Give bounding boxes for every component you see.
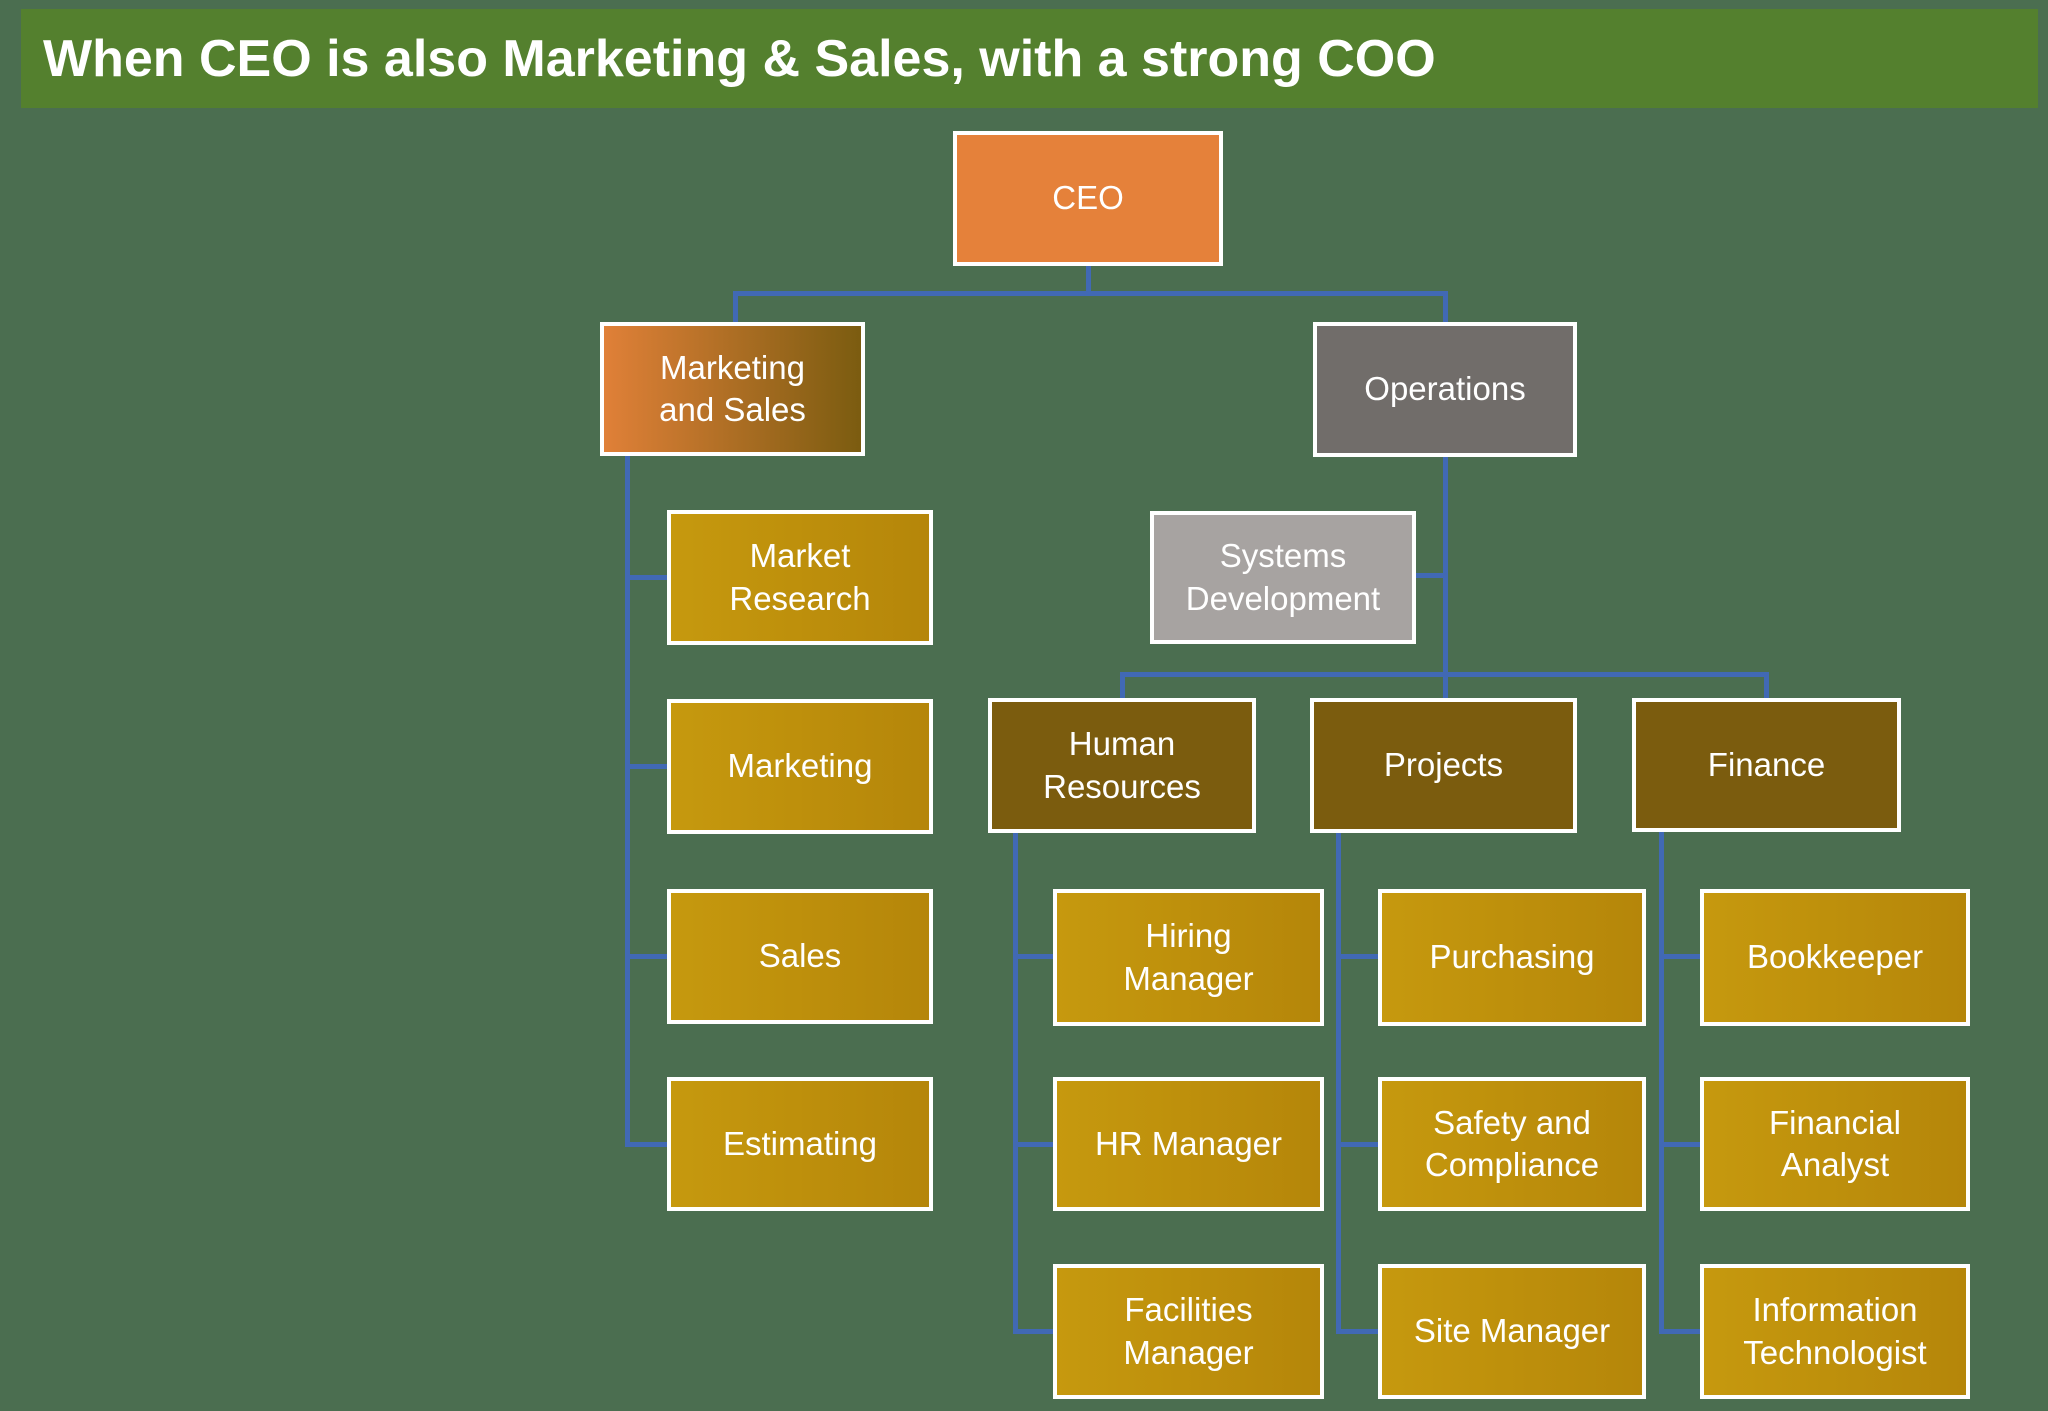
connector-stub-financial-analyst [1659, 1142, 1700, 1147]
org-node-human-resources: Human Resources [988, 698, 1256, 833]
org-node-estimating-label: Estimating [722, 1124, 878, 1162]
org-node-sales-label: Sales [758, 937, 842, 975]
org-node-hiring-manager-label: Hiring Manager [1123, 917, 1254, 997]
connector-stub-safety-and-compliance [1336, 1142, 1378, 1147]
connector-stub-estimating [625, 1142, 667, 1147]
connector-ceo-rail [733, 291, 1448, 296]
connector-stub-purchasing [1336, 954, 1378, 959]
org-node-financial-analyst: Financial Analyst [1700, 1077, 1970, 1211]
org-node-site-manager: Site Manager [1378, 1264, 1646, 1399]
org-node-sales: Sales [667, 889, 933, 1024]
org-node-hr-manager: HR Manager [1053, 1077, 1324, 1211]
org-node-marketing-and-sales-label: Marketing and Sales [659, 348, 806, 428]
org-node-ceo-label: CEO [1052, 179, 1124, 217]
org-node-projects-label: Projects [1383, 746, 1504, 784]
org-node-systems-development: Systems Development [1150, 511, 1416, 644]
org-node-site-manager-label: Site Manager [1413, 1312, 1611, 1350]
connector-stub-hiring-manager [1013, 954, 1053, 959]
org-node-finance-label: Finance [1707, 745, 1826, 783]
title-banner: When CEO is also Marketing & Sales, with… [21, 9, 2038, 108]
org-node-hr-manager-label: HR Manager [1094, 1124, 1283, 1162]
org-node-human-resources-label: Human Resources [1043, 725, 1201, 805]
connector-projects-hang [1336, 833, 1341, 1334]
connector-systems-development-stub [1414, 573, 1448, 578]
connector-stub-site-manager [1336, 1329, 1378, 1334]
org-node-marketing-label: Marketing [727, 747, 873, 785]
connector-stub-information-technologist [1659, 1329, 1700, 1334]
org-node-hiring-manager: Hiring Manager [1053, 889, 1324, 1026]
slide-title: When CEO is also Marketing & Sales, with… [43, 29, 1436, 88]
connector-drop-marketing-and-sales [733, 291, 738, 322]
org-node-ceo: CEO [953, 131, 1223, 266]
connector-finance-hang [1659, 832, 1664, 1334]
org-node-purchasing-label: Purchasing [1429, 938, 1595, 976]
org-node-information-technologist: Information Technologist [1700, 1264, 1970, 1399]
org-node-information-technologist-label: Information Technologist [1743, 1291, 1927, 1371]
connector-drop-finance [1764, 672, 1769, 698]
org-node-systems-development-label: Systems Development [1185, 537, 1381, 617]
connector-operations-stem [1443, 457, 1448, 677]
org-node-safety-and-compliance-label: Safety and Compliance [1424, 1103, 1600, 1183]
org-node-estimating: Estimating [667, 1077, 933, 1211]
org-node-projects: Projects [1310, 698, 1577, 833]
connector-drop-projects [1443, 672, 1448, 698]
org-node-safety-and-compliance: Safety and Compliance [1378, 1077, 1646, 1211]
org-node-facilities-manager-label: Facilities Manager [1123, 1291, 1254, 1371]
org-node-financial-analyst-label: Financial Analyst [1768, 1103, 1902, 1183]
org-node-operations: Operations [1313, 322, 1577, 457]
org-node-purchasing: Purchasing [1378, 889, 1646, 1026]
connector-stub-market-research [625, 575, 667, 580]
connector-drop-operations [1443, 291, 1448, 322]
connector-hr-hang [1013, 833, 1018, 1334]
org-node-finance: Finance [1632, 698, 1901, 832]
org-node-marketing: Marketing [667, 699, 933, 834]
connector-stub-facilities-manager [1013, 1329, 1053, 1334]
connector-ms-hang [625, 456, 630, 1147]
org-node-facilities-manager: Facilities Manager [1053, 1264, 1324, 1399]
connector-drop-human-resources [1120, 672, 1125, 698]
org-node-operations-label: Operations [1364, 370, 1526, 408]
org-node-bookkeeper: Bookkeeper [1700, 889, 1970, 1026]
connector-stub-sales [625, 954, 667, 959]
org-node-market-research: Market Research [667, 510, 933, 645]
connector-stub-marketing [625, 764, 667, 769]
org-node-marketing-and-sales: Marketing and Sales [600, 322, 865, 456]
org-node-market-research-label: Market Research [729, 537, 871, 617]
connector-stub-hr-manager [1013, 1142, 1053, 1147]
org-node-bookkeeper-label: Bookkeeper [1746, 938, 1924, 976]
connector-stub-bookkeeper [1659, 954, 1700, 959]
connector-ceo-stem [1086, 266, 1091, 296]
